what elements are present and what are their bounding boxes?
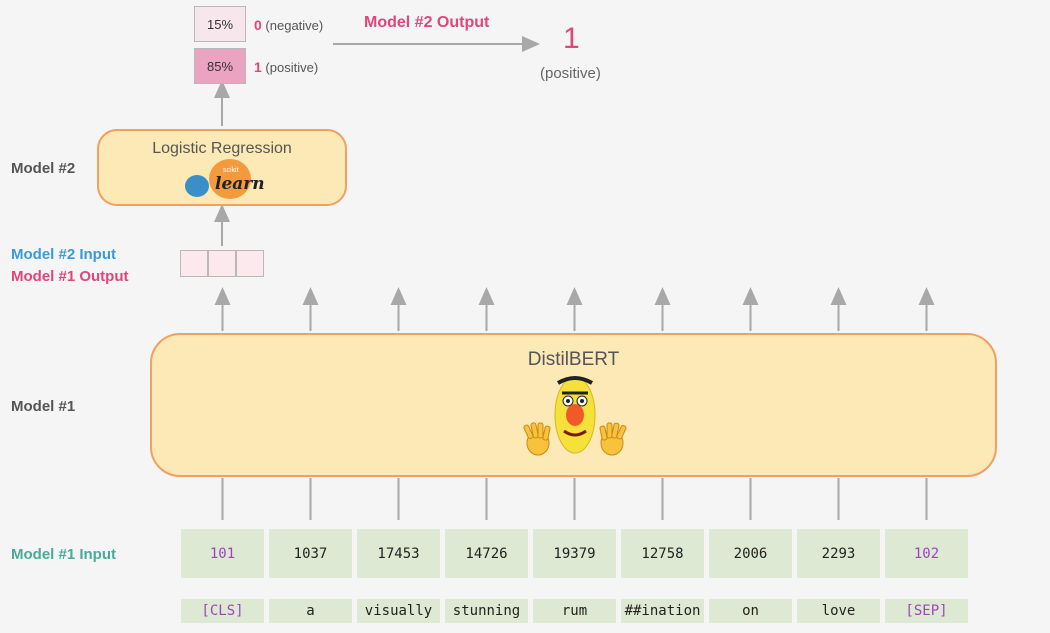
- model2-output-title: Model #2 Output: [364, 14, 490, 31]
- token-id-cell: 17453: [357, 529, 440, 578]
- token-text-cell: visually: [357, 599, 440, 623]
- sklearn-logo-word: learn: [215, 174, 265, 194]
- token-id-cell: 14726: [445, 529, 528, 578]
- model1-side-label: Model #1: [11, 398, 76, 415]
- final-prediction-value: 1: [563, 22, 580, 55]
- token-text-cell: ##ination: [621, 599, 704, 623]
- sklearn-logo-blue-blob: [185, 175, 209, 197]
- sklearn-logo-orange-blob: [209, 159, 251, 199]
- token-text-cell: on: [709, 599, 792, 623]
- bert-character-icon: [523, 376, 627, 456]
- token-text-cell: [SEP]: [885, 599, 968, 623]
- distilbert-box: DistilBERT: [150, 333, 997, 477]
- bert-pupil-left: [566, 399, 570, 403]
- token-id-cell: 19379: [533, 529, 616, 578]
- hand-left-icon: [523, 422, 551, 456]
- hand-right-icon: [599, 422, 627, 456]
- bert-mouth: [563, 429, 587, 437]
- prob-box-positive: 85%: [194, 48, 246, 84]
- bert-nose: [566, 404, 584, 426]
- token-text-cell: a: [269, 599, 352, 623]
- sklearn-logo: scikit learn: [183, 159, 265, 203]
- model2-input-label: Model #2 Input: [11, 246, 116, 263]
- prob-box-negative: 15%: [194, 6, 246, 42]
- token-text-cell: [CLS]: [181, 599, 264, 623]
- bert-pupil-right: [580, 399, 584, 403]
- class-label-positive: 1 (positive): [254, 59, 319, 75]
- class-label-negative: 0 (negative): [254, 17, 324, 33]
- embedding-cell: [236, 250, 264, 277]
- sklearn-logo-small-text: scikit: [223, 167, 239, 174]
- final-prediction-label: (positive): [540, 65, 601, 82]
- bert-hair: [556, 376, 594, 385]
- embedding-cell: [180, 250, 208, 277]
- token-id-cell: 102: [885, 529, 968, 578]
- token-id-cell: 2293: [797, 529, 880, 578]
- token-id-cell: 12758: [621, 529, 704, 578]
- token-id-cell: 1037: [269, 529, 352, 578]
- model1-output-label: Model #1 Output: [11, 268, 129, 285]
- token-id-cell: 101: [181, 529, 264, 578]
- token-text-cell: stunning: [445, 599, 528, 623]
- token-text-cell: rum: [533, 599, 616, 623]
- logistic-regression-box: Logistic Regression scikit learn: [97, 129, 347, 206]
- token-id-cell: 2006: [709, 529, 792, 578]
- distilbert-title: DistilBERT: [527, 349, 620, 370]
- token-text-cell: love: [797, 599, 880, 623]
- embedding-cell: [208, 250, 236, 277]
- model1-input-label: Model #1 Input: [11, 546, 116, 563]
- model2-side-label: Model #2: [11, 160, 76, 177]
- logistic-regression-title: Logistic Regression: [152, 140, 292, 157]
